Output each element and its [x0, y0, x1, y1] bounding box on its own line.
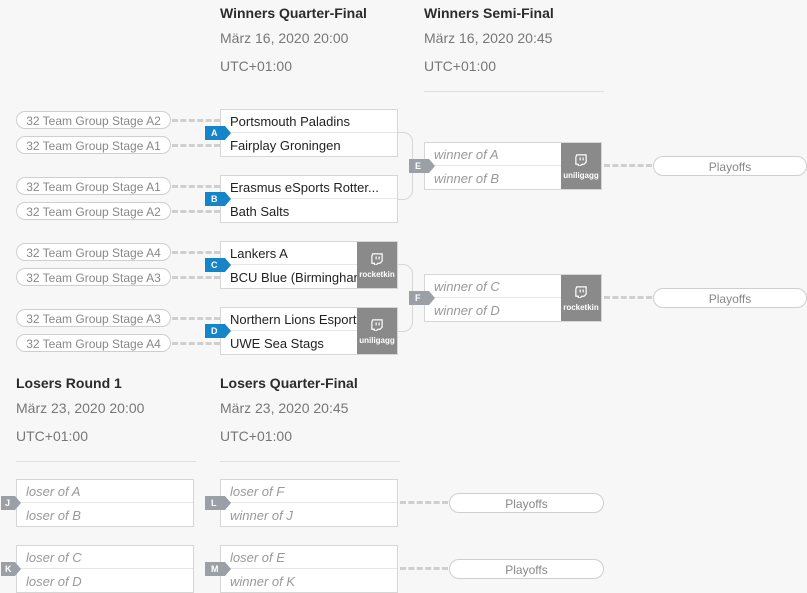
match-a[interactable]: Portsmouth Paladins Fairplay Groningen: [220, 109, 398, 157]
team-slot[interactable]: loser of A: [17, 480, 193, 503]
connector: [172, 276, 220, 279]
team-slot[interactable]: UWE Sea Stags: [230, 336, 324, 351]
match-badge-j: J: [1, 496, 21, 510]
connector: [400, 501, 448, 504]
losers-quarter-final-date: März 23, 2020 20:45: [220, 400, 349, 416]
match-badge-d: D: [205, 324, 231, 338]
stream-link[interactable]: uniligagg: [357, 308, 397, 354]
team-slot[interactable]: winner of C: [425, 275, 561, 298]
team-slot[interactable]: winner of K: [230, 574, 296, 589]
match-j[interactable]: loser of A loser of B: [16, 479, 194, 527]
connector: [172, 251, 220, 254]
losers-quarter-final-timezone: UTC+01:00: [220, 428, 292, 444]
twitch-icon: [371, 319, 383, 331]
stream-channel-name: uniligagg: [359, 336, 395, 345]
twitch-icon: [371, 253, 383, 265]
column-divider: [424, 91, 604, 92]
team-slot[interactable]: winner of D: [434, 303, 500, 318]
stream-link[interactable]: uniligagg: [561, 143, 601, 189]
losers-quarter-final-title: Losers Quarter-Final: [220, 375, 358, 391]
seed-pill[interactable]: 32 Team Group Stage A2: [16, 111, 171, 129]
winners-quarter-final-timezone: UTC+01:00: [220, 58, 292, 74]
team-slot[interactable]: Erasmus eSports Rotter...: [221, 176, 397, 199]
column-divider: [16, 461, 196, 462]
seed-pill[interactable]: 32 Team Group Stage A1: [16, 177, 171, 195]
team-slot[interactable]: Portsmouth Paladins: [221, 110, 397, 133]
winners-semi-final-timezone: UTC+01:00: [424, 58, 496, 74]
stream-channel-name: rocketkin: [359, 270, 395, 279]
stream-channel-name: uniligagg: [563, 171, 599, 180]
match-badge-b: B: [205, 192, 231, 206]
losers-round-1-timezone: UTC+01:00: [16, 428, 88, 444]
winners-quarter-final-date: März 16, 2020 20:00: [220, 30, 349, 46]
team-slot[interactable]: loser of B: [26, 508, 81, 523]
connector: [400, 567, 448, 570]
losers-round-1-date: März 23, 2020 20:00: [16, 400, 145, 416]
seed-pill[interactable]: 32 Team Group Stage A3: [16, 268, 171, 286]
winners-quarter-final-title: Winners Quarter-Final: [220, 5, 367, 21]
winners-semi-final-date: März 16, 2020 20:45: [424, 30, 553, 46]
seed-pill[interactable]: 32 Team Group Stage A3: [16, 309, 171, 327]
match-badge-k: K: [1, 562, 21, 576]
playoffs-pill[interactable]: Playoffs: [449, 493, 604, 513]
playoffs-pill[interactable]: Playoffs: [653, 156, 807, 176]
winners-semi-final-title: Winners Semi-Final: [424, 5, 554, 21]
team-slot[interactable]: loser of C: [17, 546, 193, 569]
connector: [172, 144, 220, 147]
playoffs-pill[interactable]: Playoffs: [653, 288, 807, 308]
match-l[interactable]: loser of F winner of J: [220, 479, 398, 527]
column-divider: [220, 461, 400, 462]
connector: [172, 210, 220, 213]
twitch-icon: [575, 286, 587, 298]
team-slot[interactable]: BCU Blue (Birmingham: [230, 270, 357, 285]
team-slot[interactable]: Northern Lions Esports: [221, 308, 357, 331]
team-slot[interactable]: loser of D: [26, 574, 82, 589]
connector: [172, 342, 220, 345]
match-badge-a: A: [205, 126, 231, 140]
match-m[interactable]: loser of E winner of K: [220, 545, 398, 593]
team-slot[interactable]: loser of E: [221, 546, 397, 569]
match-f[interactable]: winner of C winner of D rocketkin: [424, 274, 602, 322]
match-badge-f: F: [409, 291, 435, 305]
match-badge-e: E: [409, 159, 435, 173]
match-badge-m: M: [205, 562, 231, 576]
seed-pill[interactable]: 32 Team Group Stage A2: [16, 202, 171, 220]
connector: [604, 164, 652, 167]
match-c[interactable]: Lankers A BCU Blue (Birmingham rocketkin: [220, 241, 398, 289]
connector: [604, 296, 652, 299]
seed-pill[interactable]: 32 Team Group Stage A4: [16, 334, 171, 352]
team-slot[interactable]: winner of J: [230, 508, 293, 523]
match-k[interactable]: loser of C loser of D: [16, 545, 194, 593]
match-badge-l: L: [205, 496, 231, 510]
playoffs-pill[interactable]: Playoffs: [449, 559, 604, 579]
match-e[interactable]: winner of A winner of B uniligagg: [424, 142, 602, 190]
match-d[interactable]: Northern Lions Esports UWE Sea Stags uni…: [220, 307, 398, 355]
team-slot[interactable]: loser of F: [221, 480, 397, 503]
connector: [172, 119, 220, 122]
losers-round-1-title: Losers Round 1: [16, 375, 122, 391]
team-slot[interactable]: winner of A: [425, 143, 561, 166]
twitch-icon: [575, 154, 587, 166]
team-slot[interactable]: Fairplay Groningen: [230, 138, 341, 153]
connector: [172, 185, 220, 188]
match-b[interactable]: Erasmus eSports Rotter... Bath Salts: [220, 175, 398, 223]
stream-link[interactable]: rocketkin: [561, 275, 601, 321]
match-badge-c: C: [205, 258, 231, 272]
seed-pill[interactable]: 32 Team Group Stage A1: [16, 136, 171, 154]
team-slot[interactable]: Lankers A: [221, 242, 357, 265]
connector: [172, 317, 220, 320]
team-slot[interactable]: Bath Salts: [230, 204, 290, 219]
team-slot[interactable]: winner of B: [434, 171, 500, 186]
stream-channel-name: rocketkin: [563, 303, 599, 312]
stream-link[interactable]: rocketkin: [357, 242, 397, 288]
seed-pill[interactable]: 32 Team Group Stage A4: [16, 243, 171, 261]
